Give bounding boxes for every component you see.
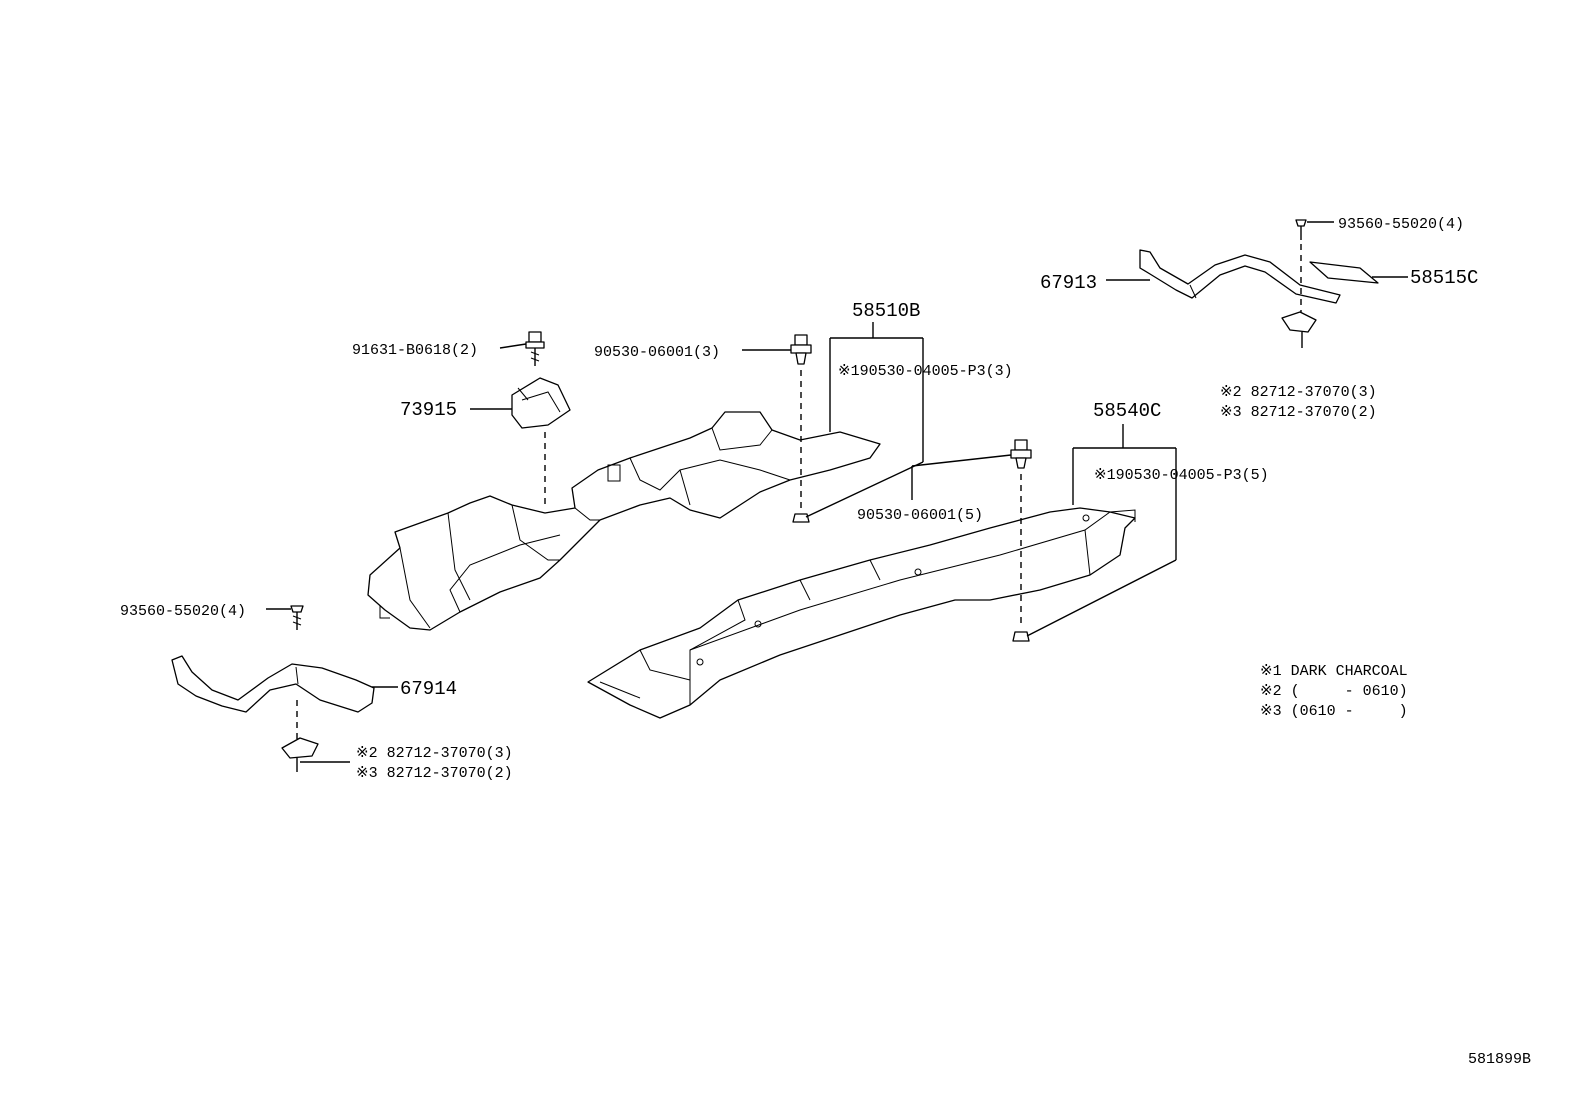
label-90530-b: 90530-06001(5) [857,507,983,524]
clip-82712-right [1281,311,1317,348]
label-67914: 67914 [400,678,457,700]
label-82712-right-a: ※2 82712-37070(3) [1220,384,1377,401]
label-58510b-sub: ※190530-04005-P3(3) [838,363,1013,380]
label-90530-a: 90530-06001(3) [594,344,720,361]
label-82712-left-b: ※3 82712-37070(2) [356,765,513,782]
floor-cover-58510b [367,411,881,631]
label-58540c: 58540C [1093,400,1161,422]
bracket-67914 [171,655,375,713]
floor-cover-58540c [587,507,1136,719]
label-67913: 67913 [1040,272,1097,294]
part-labels: 58510B ※190530-04005-P3(3) 91631-B0618(2… [120,216,1478,782]
note-2: ※2 ( - 0610) [1260,683,1408,700]
grommet-90530-a [792,513,810,523]
label-93560-right: 93560-55020(4) [1338,216,1464,233]
bracket-73915 [511,377,571,429]
label-58515c: 58515C [1410,267,1478,289]
label-73915: 73915 [400,399,457,421]
clip-90530-b [1010,439,1032,469]
grommet-90530-b [1012,631,1030,642]
label-58510b: 58510B [852,300,920,322]
legend-notes: ※1 DARK CHARCOAL ※2 ( - 0610) ※3 (0610 -… [1260,663,1408,720]
label-82712-left-a: ※2 82712-37070(3) [356,745,513,762]
note-1: ※1 DARK CHARCOAL [1260,663,1408,680]
figure-id: 581899B [1468,1051,1531,1068]
label-93560-left: 93560-55020(4) [120,603,246,620]
bracket-67913 [1139,249,1341,304]
label-82712-right-b: ※3 82712-37070(2) [1220,404,1377,421]
bolt-91631 [525,331,545,366]
note-3: ※3 (0610 - ) [1260,703,1408,720]
screw-93560-right [1295,219,1307,240]
screw-93560-left [290,605,304,630]
label-58540c-sub: ※190530-04005-P3(5) [1094,467,1269,484]
leader-lines [266,221,1408,763]
pad-58515c [1309,261,1379,284]
clip-82712-left [281,737,319,772]
label-91631: 91631-B0618(2) [352,342,478,359]
clip-90530-a [790,334,812,365]
